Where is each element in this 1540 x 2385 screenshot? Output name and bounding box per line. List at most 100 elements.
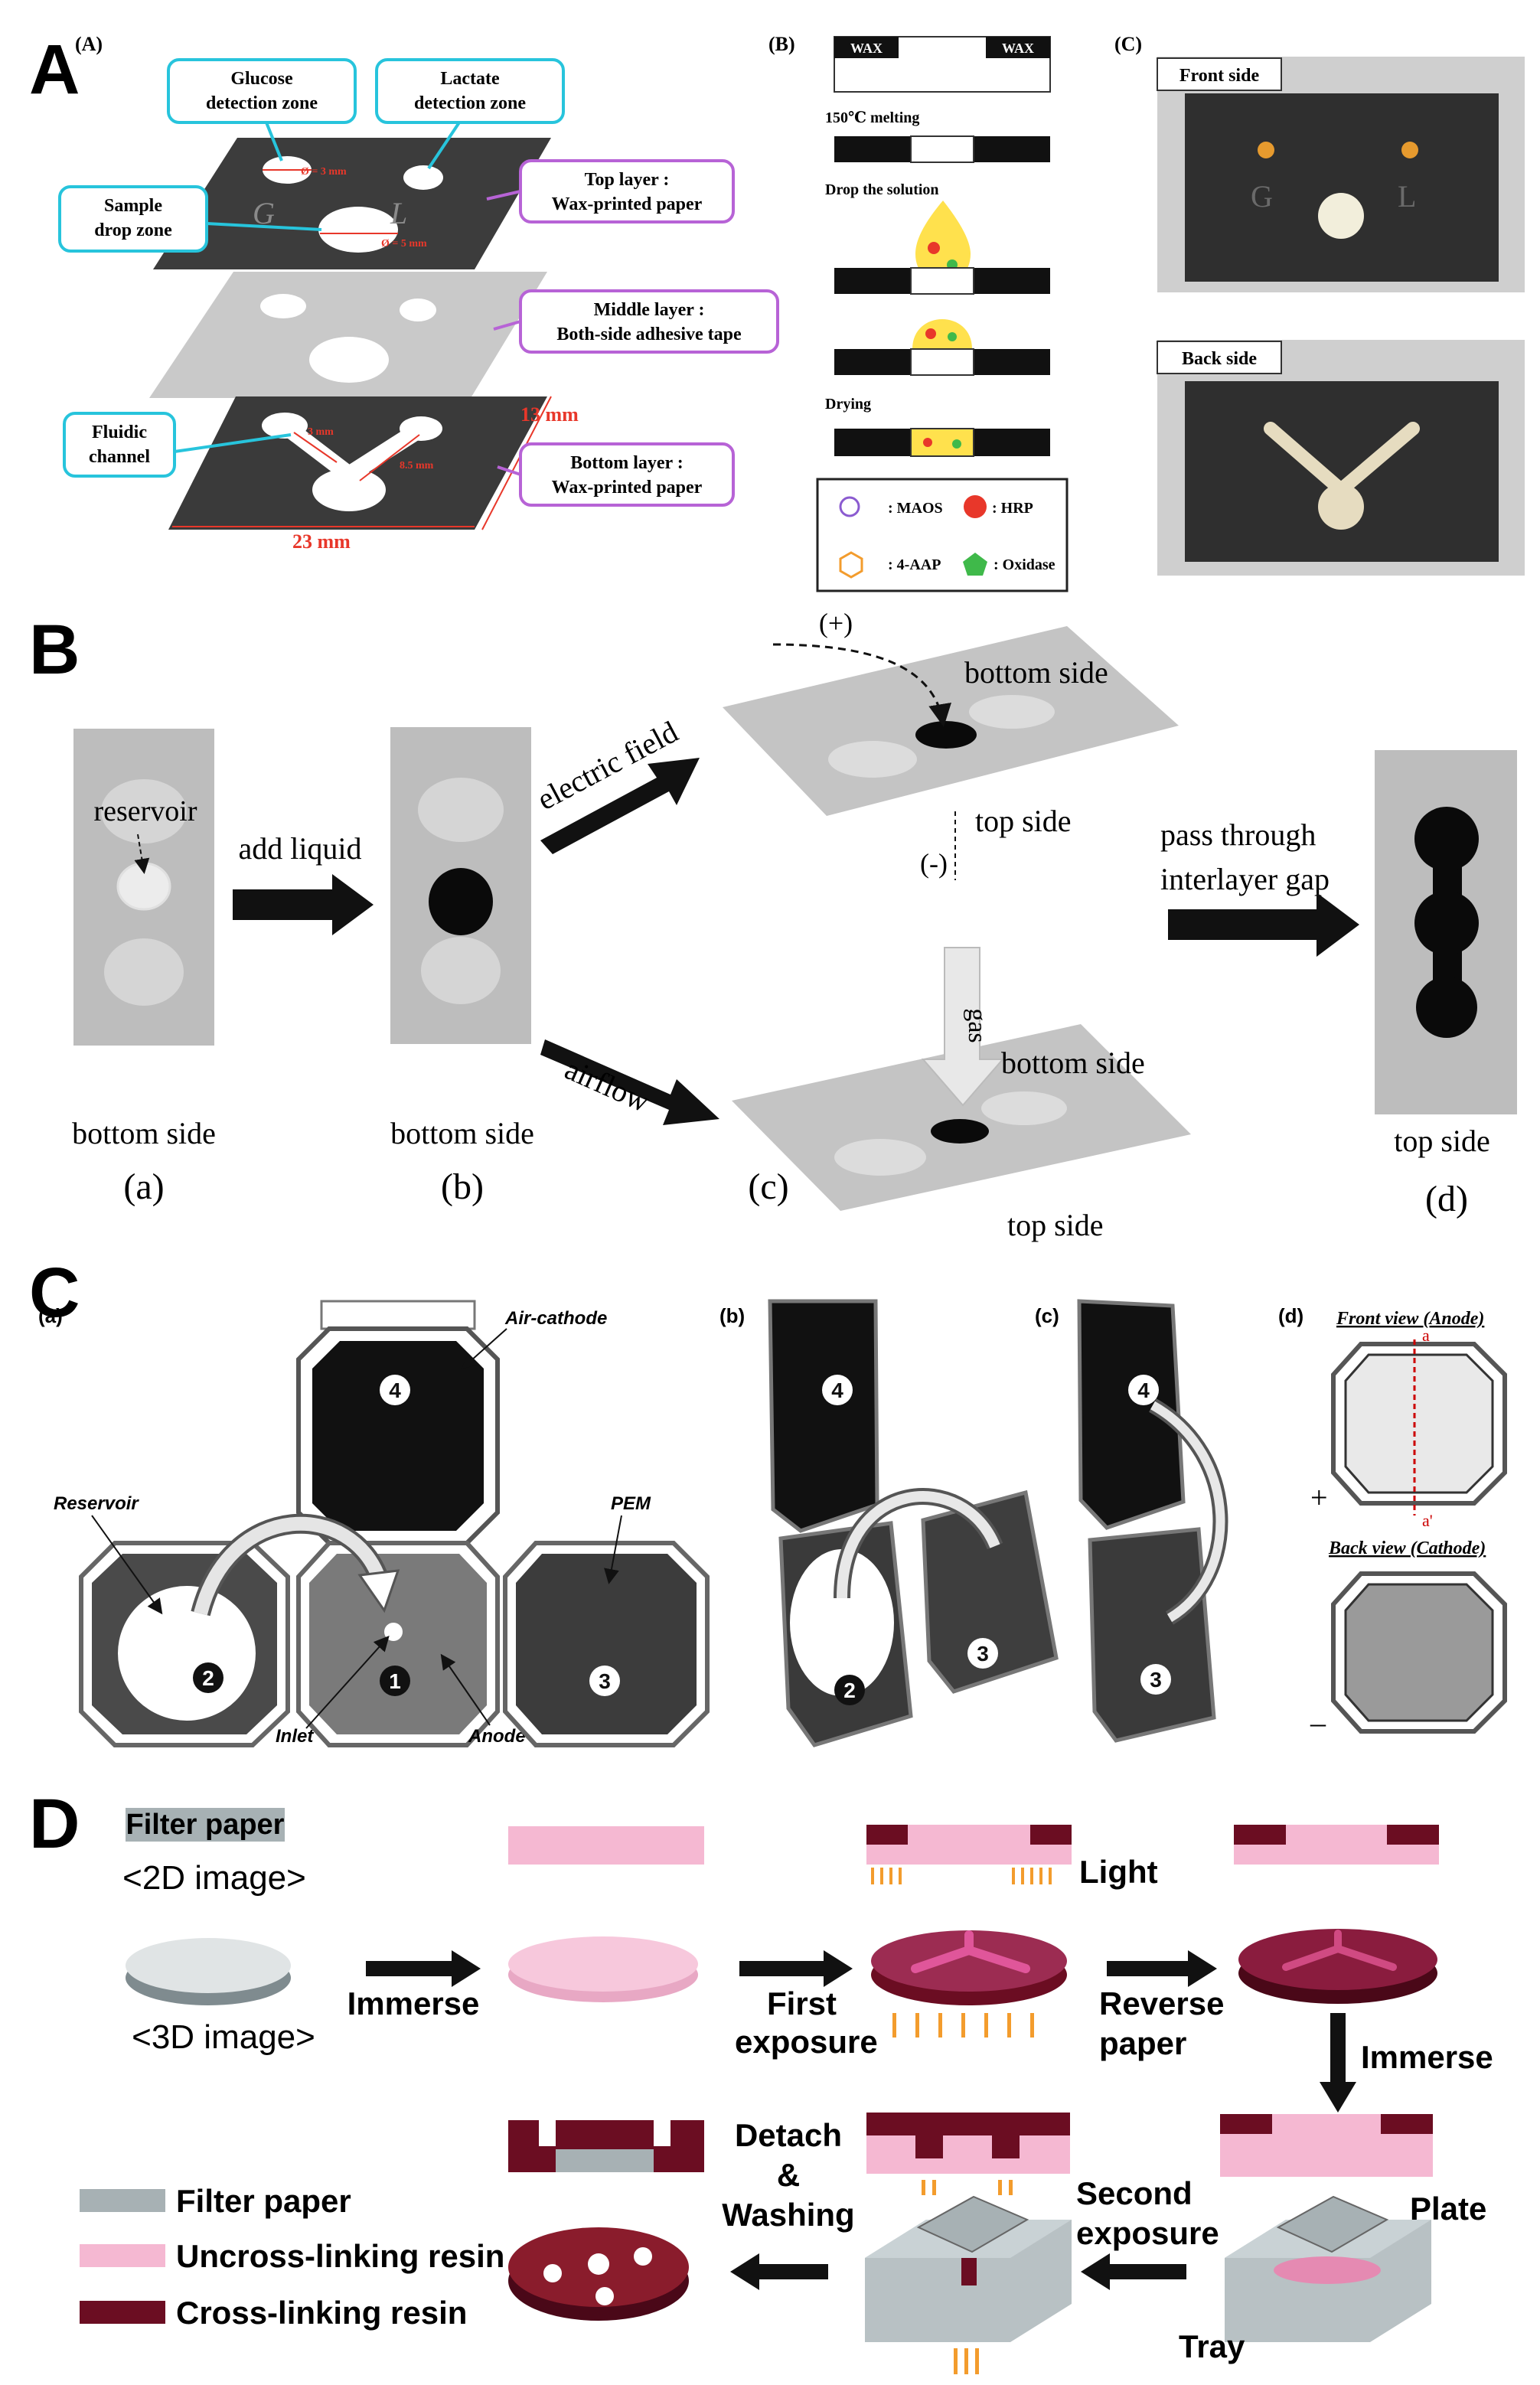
wax-strip-2-left bbox=[834, 136, 911, 162]
exposed-stack-leg-left bbox=[915, 2135, 943, 2158]
panel-a: A (A) G L Ø = 3 mm Ø = 5 mm 3 mm 8.5 mm … bbox=[29, 31, 1525, 592]
pass-through-arrow bbox=[1168, 892, 1359, 957]
lactate-zone-hole bbox=[403, 165, 443, 190]
immerse-label-2: Immerse bbox=[1361, 2039, 1493, 2075]
resin-disc-1 bbox=[508, 1936, 698, 1992]
wax-strip-3-mid bbox=[910, 267, 974, 295]
panel-a-sub-a: (A) bbox=[75, 33, 103, 55]
front-glucose-dot bbox=[1258, 142, 1274, 158]
legend-hrp: : HRP bbox=[992, 500, 1033, 517]
second-light-arrows bbox=[922, 2180, 1013, 2195]
legend-oxidase: : Oxidase bbox=[993, 556, 1055, 573]
sample-callout-pointer bbox=[206, 222, 322, 231]
middle-layer-line1: Middle layer : bbox=[594, 300, 705, 320]
b-reservoir-well bbox=[790, 1549, 894, 1696]
detach-label: Detach bbox=[735, 2117, 842, 2153]
light-arrows-top bbox=[871, 1868, 1052, 1884]
panel-letter-d: D bbox=[29, 1785, 80, 1863]
c-cathode-number: 4 bbox=[1137, 1378, 1150, 1402]
reverse-arrow bbox=[1107, 1950, 1217, 1987]
air-cathode-pointer bbox=[462, 1328, 507, 1369]
fluidic-callout-line2: channel bbox=[89, 447, 150, 467]
gas-arrow bbox=[921, 947, 1005, 1107]
c-cathode bbox=[1077, 1299, 1186, 1530]
exposed-stack-top bbox=[866, 2113, 1070, 2135]
dome-hrp bbox=[925, 328, 936, 339]
legend-uncross-swatch bbox=[80, 2244, 165, 2267]
label-c-d: (d) bbox=[1278, 1304, 1303, 1327]
tray2-post bbox=[961, 2258, 977, 2285]
lower-sheet-hole bbox=[931, 1119, 989, 1144]
c-cathode-number-circle bbox=[1128, 1375, 1159, 1405]
wax-strip-3-left bbox=[834, 268, 911, 294]
lactate-callout-pointer bbox=[427, 121, 461, 170]
top-layer-sheet bbox=[153, 138, 551, 269]
tray-resin bbox=[1274, 2256, 1381, 2284]
add-liquid-arrow bbox=[233, 874, 374, 935]
upper-sheet-lobe-right bbox=[969, 695, 1055, 729]
second-label: Second bbox=[1076, 2175, 1193, 2211]
dried-hrp bbox=[923, 438, 932, 447]
front-view-inner bbox=[1344, 1353, 1494, 1494]
lower-sheet-lobe-left bbox=[834, 1139, 926, 1176]
panel-a-sub-c: (C) bbox=[1114, 33, 1142, 55]
panel-b: B reservoir bottom side (a) add liquid b… bbox=[29, 608, 1517, 1242]
reversed-disc bbox=[1238, 1929, 1437, 1990]
label-c-b: (b) bbox=[719, 1304, 745, 1327]
back-device bbox=[1185, 381, 1499, 562]
wax-strip-5-left bbox=[834, 429, 911, 456]
filter-paper-label: Filter paper bbox=[126, 1809, 285, 1841]
dim-d5-label: Ø = 5 mm bbox=[381, 238, 427, 250]
middle-hole-g bbox=[260, 294, 306, 318]
first-exposure-arrow bbox=[739, 1950, 853, 1987]
inlet-pointer bbox=[305, 1636, 390, 1729]
top-layer-line2: Wax-printed paper bbox=[552, 194, 703, 214]
legend-maos: : MAOS bbox=[888, 500, 943, 517]
droplet-hrp bbox=[928, 242, 940, 254]
second-top-right bbox=[1381, 2114, 1433, 2134]
bottom-layer-pointer bbox=[497, 465, 521, 476]
wax-strip-5-right bbox=[974, 429, 1050, 456]
fold-arrow-a-inner bbox=[194, 1516, 387, 1616]
fold-arrow-c-inner bbox=[1150, 1401, 1225, 1623]
filter-paper-3d bbox=[126, 1938, 291, 1993]
exposed-disc bbox=[871, 1930, 1067, 1992]
glucose-callout-pointer bbox=[265, 122, 283, 162]
immerse-arrow-1 bbox=[366, 1950, 481, 1987]
upper-sheet-hole bbox=[915, 721, 977, 749]
inlet-label: Inlet bbox=[276, 1726, 314, 1747]
exposure-label-2: exposure bbox=[1076, 2215, 1219, 2251]
cut-a-prime: a' bbox=[1422, 1511, 1433, 1530]
wax-strip-4-left bbox=[834, 349, 911, 375]
back-side-label: Back side bbox=[1182, 349, 1257, 369]
reservoir-well bbox=[118, 1586, 256, 1721]
tray-plate bbox=[1276, 2195, 1389, 2253]
pem-label: PEM bbox=[611, 1493, 651, 1514]
label-b-b: (b) bbox=[441, 1166, 484, 1207]
wax-label-right: WAX bbox=[1002, 41, 1034, 56]
strip-d-top-dot bbox=[1414, 807, 1479, 871]
back-view-label: Back view (Cathode) bbox=[1328, 1538, 1486, 1558]
bottom-layer-line2: Wax-printed paper bbox=[552, 478, 703, 498]
lactate-callout bbox=[375, 58, 565, 124]
label-b-a: (a) bbox=[123, 1166, 164, 1207]
reservoir-c-label: Reservoir bbox=[54, 1493, 139, 1514]
final-hole-bottom bbox=[595, 2287, 614, 2305]
light-arrows-bottom bbox=[892, 2013, 1034, 2038]
pem-inner bbox=[516, 1554, 697, 1734]
dim-line-85mm bbox=[359, 434, 420, 481]
front-g: G bbox=[1251, 179, 1273, 214]
lower-bottom-side: bottom side bbox=[1001, 1046, 1145, 1080]
dim-d3-label: Ø = 3 mm bbox=[301, 166, 347, 178]
immerse-label-1: Immerse bbox=[347, 1985, 480, 2021]
plus-sign: + bbox=[1310, 1480, 1328, 1515]
exposure-label-1: exposure bbox=[735, 2024, 878, 2060]
legend-filter-label: Filter paper bbox=[176, 2183, 351, 2219]
b-pem bbox=[921, 1489, 1059, 1694]
b-pem-number: 3 bbox=[977, 1642, 989, 1666]
maos-icon bbox=[839, 496, 860, 517]
front-side-label: Front side bbox=[1179, 66, 1260, 86]
b-cathode-number-circle bbox=[822, 1375, 853, 1405]
label-b-c: (c) bbox=[748, 1166, 788, 1207]
wax-strip-4-right bbox=[974, 349, 1050, 375]
